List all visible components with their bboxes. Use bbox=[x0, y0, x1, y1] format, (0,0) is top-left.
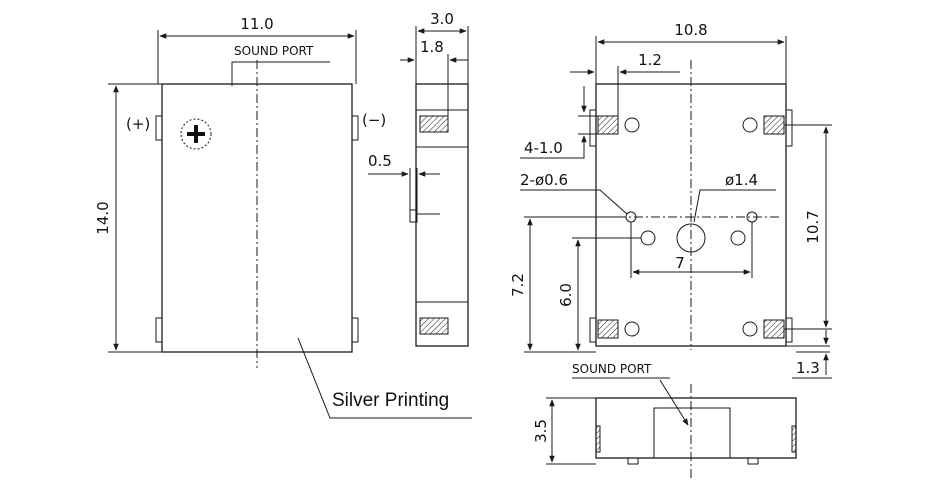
base-body bbox=[595, 397, 797, 459]
plus-terminal-label: (+) bbox=[126, 115, 150, 133]
dim-base-height: 3.5 bbox=[532, 419, 550, 443]
hole-tl bbox=[624, 117, 640, 133]
dim-pad-span: 10.7 bbox=[804, 210, 822, 243]
dim-front-height: 14.0 bbox=[94, 201, 112, 234]
hole-tr bbox=[742, 117, 758, 133]
sound-port-label-bottom: SOUND PORT bbox=[572, 362, 652, 376]
dim-pad-size: 4-1.0 bbox=[524, 139, 563, 157]
dim-side-inner: 1.8 bbox=[420, 38, 444, 56]
hole-mid-right bbox=[730, 230, 746, 246]
silver-printing-label: Silver Printing bbox=[332, 390, 449, 411]
side-pin bbox=[409, 209, 418, 223]
center-hole-leader bbox=[693, 189, 776, 223]
base-view: SOUND PORT 3.5 bbox=[532, 362, 797, 478]
dim-front-width: 11.0 bbox=[240, 15, 273, 33]
hole-mid-left bbox=[640, 230, 656, 246]
side-view: 3.0 1.8 0.5 bbox=[368, 10, 469, 347]
side-body bbox=[415, 83, 469, 347]
hole-br bbox=[742, 321, 758, 337]
silver-printing-leader bbox=[297, 337, 472, 419]
dim-center-hole: ø1.4 bbox=[725, 171, 758, 189]
minus-terminal-label: (−) bbox=[362, 111, 386, 129]
small-holes-leader bbox=[520, 189, 628, 215]
polarity-plus-circle bbox=[180, 118, 212, 150]
dim-hole-height: 6.0 bbox=[557, 283, 575, 307]
dim-pad-offset: 1.2 bbox=[638, 51, 662, 69]
pad-bottom-right bbox=[763, 319, 785, 339]
pad-top-right bbox=[763, 115, 785, 135]
dim-pin-width: 0.5 bbox=[368, 152, 392, 170]
base-inner-slot bbox=[653, 407, 731, 459]
terminal-tab-left-top bbox=[155, 115, 163, 141]
side-pad-top bbox=[419, 115, 449, 133]
bottom-view: 10.8 1.2 4-1.0 2-ø0.6 ø1.4 7 10.7 7.2 bbox=[509, 21, 832, 379]
pad-top-left bbox=[597, 115, 619, 135]
hole-bl bbox=[624, 321, 640, 337]
sound-port-label-top: SOUND PORT bbox=[234, 44, 314, 58]
sound-port-leader-top bbox=[231, 61, 330, 86]
pad-bottom-left bbox=[597, 319, 619, 339]
front-view: 11.0 SOUND PORT 14.0 (+) (−) Silver Prin… bbox=[94, 15, 472, 419]
terminal-tab-right-top bbox=[351, 115, 359, 141]
dim-center-height: 7.2 bbox=[509, 273, 527, 297]
dim-small-holes: 2-ø0.6 bbox=[520, 171, 568, 189]
dim-edge-offset: 1.3 bbox=[796, 359, 820, 377]
dim-hole-spacing: 7 bbox=[675, 254, 685, 272]
terminal-tab-right-bottom bbox=[351, 317, 359, 343]
dim-bottom-width: 10.8 bbox=[674, 21, 707, 39]
side-pad-bottom bbox=[419, 317, 449, 335]
terminal-tab-left-bottom bbox=[155, 317, 163, 343]
dim-side-width: 3.0 bbox=[430, 10, 454, 28]
